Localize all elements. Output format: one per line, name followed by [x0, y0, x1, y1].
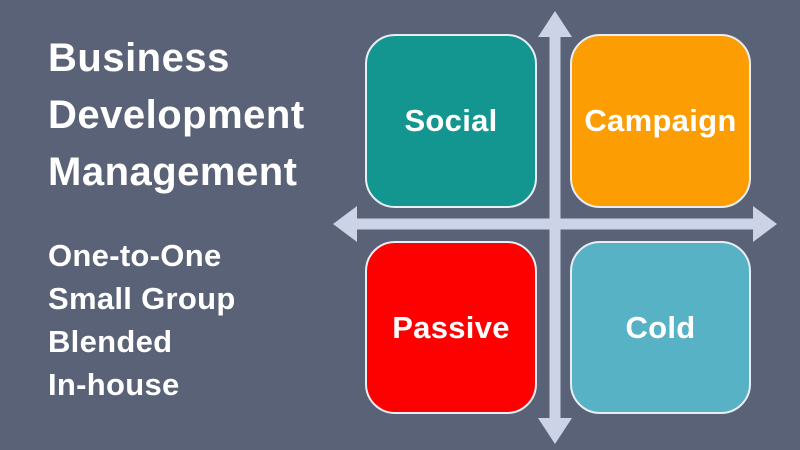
slide-title: Business Development Management — [48, 30, 305, 201]
list-item: In-house — [48, 367, 180, 402]
list-item: Small Group — [48, 281, 236, 316]
list-item: Blended — [48, 324, 173, 359]
title-line-2: Development — [48, 93, 305, 137]
quadrant-box-campaign: Campaign — [570, 34, 751, 208]
quadrant-label-cold: Cold — [625, 309, 696, 345]
quadrant-label-social: Social — [404, 103, 498, 138]
delivery-methods-list: One-to-One Small Group Blended In-house — [48, 234, 236, 406]
arrowhead-left-icon — [333, 206, 357, 242]
quadrant-label-passive: Passive — [392, 309, 510, 345]
arrowhead-right-icon — [753, 206, 777, 242]
arrowhead-up-icon — [538, 11, 572, 37]
quadrant-box-passive: Passive — [365, 241, 537, 414]
arrowhead-down-icon — [538, 418, 572, 444]
quadrant-label-campaign: Campaign — [584, 103, 737, 138]
quadrant-box-cold: Cold — [570, 241, 751, 414]
horizontal-axis-line — [355, 218, 755, 230]
title-line-3: Management — [48, 150, 298, 194]
quadrant-box-social: Social — [365, 34, 537, 208]
title-line-1: Business — [48, 36, 230, 80]
list-item: One-to-One — [48, 238, 222, 273]
